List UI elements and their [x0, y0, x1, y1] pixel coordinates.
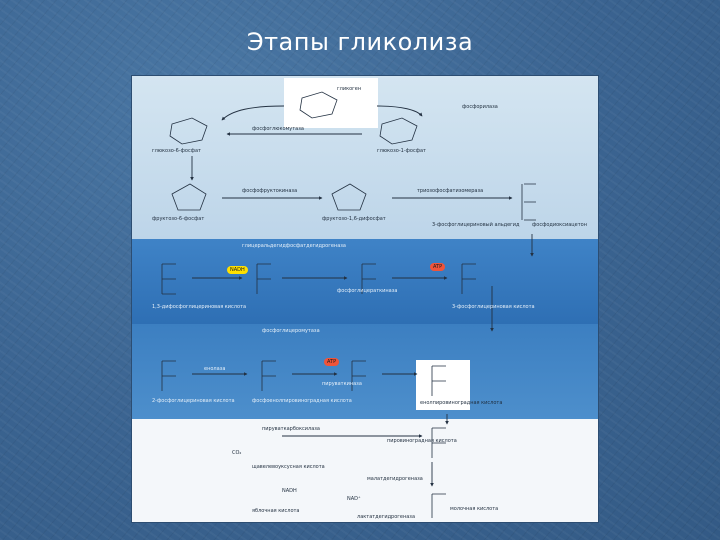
label-malate: яблочная кислота: [252, 508, 300, 514]
label-phosphoglycerate-2: 2-фосфоглицериновая кислота: [152, 398, 235, 404]
label-glyceraldehyde-3-phosphate: 3-фосфоглицериновый альдегид: [432, 222, 520, 228]
label-fructose-6-phosphate: фруктозо-6-фосфат: [152, 216, 205, 222]
label-lactate-dehydrogenase: лактатдегидрогеназа: [357, 514, 416, 520]
label-glucose-6-phosphate: глюкозо-6-фосфат: [152, 148, 201, 154]
stage-2-band: [132, 239, 598, 324]
label-phosphoglycerate-kinase: фосфоглицераткиназа: [337, 288, 398, 294]
label-pyruvate-kinase: пируваткиназа: [322, 381, 362, 387]
slide-title: Этапы гликолиза: [246, 28, 474, 56]
label-enolpyruvate: енолпировиноградная кислота: [420, 400, 503, 406]
label-pyruvate: пировиноградная кислота: [387, 438, 457, 444]
label-bisphosphoglycerate: 1,3-дифосфоглицериновая кислота: [152, 304, 247, 310]
nadh-marker: NADH: [227, 266, 248, 274]
label-phosphoglycerate-3: 3-фосфоглицериновая кислота: [452, 304, 535, 310]
atp-marker-stage-2: ATP: [430, 263, 446, 271]
label-co2: CO₂: [232, 450, 242, 456]
label-fructose-bisphosphate: фруктозо-1,6-дифосфат: [322, 216, 386, 222]
label-nad: NAD⁺: [347, 496, 361, 502]
scheme-structures: [161, 91, 536, 518]
label-phosphoglycerate-mutase: фосфоглицеромутаза: [262, 328, 320, 334]
label-phosphorylase: фосфорилаза: [462, 104, 498, 110]
label-triose-isomerase: триозофосфатизомераза: [417, 188, 484, 194]
atp-marker-stage-3: ATP: [324, 358, 340, 366]
label-dehydrogenase: глицеральдегидфосфатдегидрогеназа: [242, 243, 346, 249]
label-dihydroxyacetone-phosphate: фосфодиоксиацетон: [532, 222, 587, 228]
glucose-structure-box: [284, 78, 378, 128]
label-malate-dehydrogenase: малатдегидрогеназа: [367, 476, 423, 482]
label-phosphofructokinase: фосфофруктокиназа: [242, 188, 298, 194]
glycolysis-scheme: гликоген глюкозо-6-фосфат глюкозо-1-фосф…: [132, 76, 598, 522]
label-glycogen: гликоген: [337, 86, 362, 92]
enolpyruvate-box: [416, 360, 470, 410]
label-pyruvate-carboxylase: пируваткарбоксилаза: [262, 426, 320, 432]
label-oxaloacetate: щавелевоуксусная кислота: [252, 464, 325, 470]
label-enolase: енолаза: [204, 366, 226, 372]
label-phosphoenolpyruvate: фосфоенолпировиноградная кислота: [252, 398, 352, 404]
label-glucose-1-phosphate: глюкозо-1-фосфат: [377, 148, 426, 154]
label-lactate: молочная кислота: [450, 506, 499, 512]
label-nadh-stage-4: NADH: [282, 488, 297, 494]
stage-3-band: [132, 324, 598, 419]
label-phosphoglucomutase: фосфоглюкомутаза: [252, 126, 304, 132]
